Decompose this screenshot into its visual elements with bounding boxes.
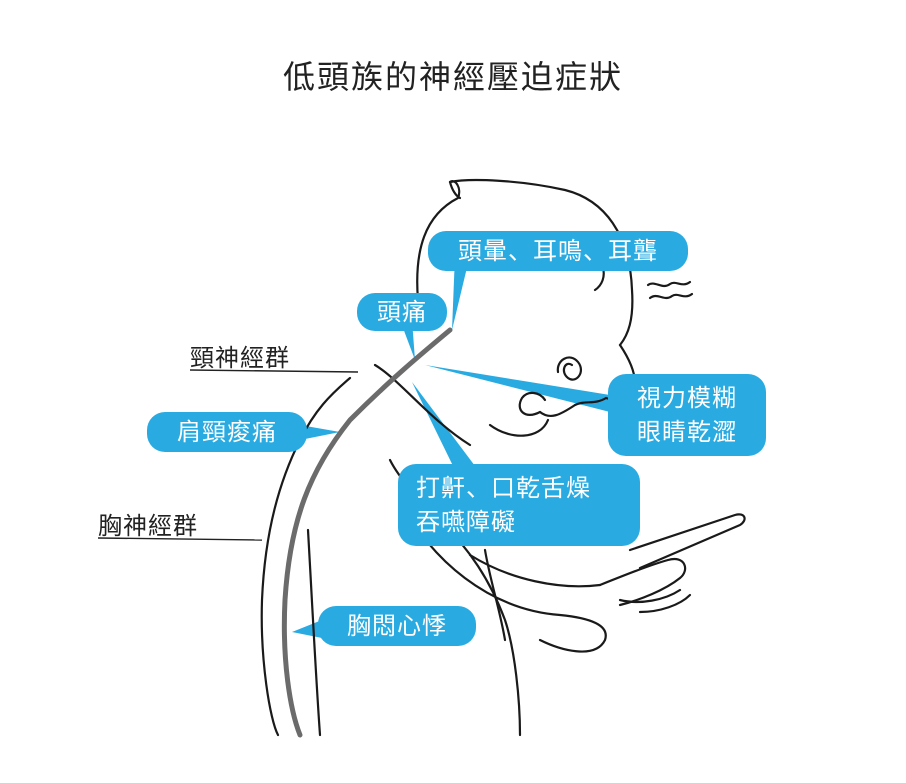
- dizziness-bubble: 頭暈、耳鳴、耳聾: [428, 231, 688, 271]
- dizziness-pointer: [452, 255, 470, 330]
- headache-bubble: 頭痛: [357, 293, 447, 331]
- chest-text: 胸悶心悸: [347, 612, 447, 640]
- vision-pointer: [425, 365, 610, 412]
- chest-nerves-label: 胸神經群: [98, 512, 198, 540]
- shoulder-pointer: [300, 425, 340, 440]
- bubble-pointers: [292, 255, 610, 638]
- chest-bubble: 胸悶心悸: [318, 606, 476, 646]
- mouth-bubble: 打鼾、口乾舌燥 吞嚥障礙: [398, 464, 640, 546]
- dizziness-text: 頭暈、耳鳴、耳聾: [458, 237, 658, 265]
- mouth-text-1: 打鼾、口乾舌燥: [416, 474, 591, 502]
- vision-text-1: 視力模糊: [637, 384, 737, 412]
- headache-text: 頭痛: [377, 298, 427, 326]
- vision-text-2: 眼睛乾澀: [637, 418, 737, 446]
- page-title: 低頭族的神經壓迫症狀: [282, 58, 623, 96]
- mouth-text-2: 吞嚥障礙: [416, 508, 516, 536]
- vision-bubble: 視力模糊 眼睛乾澀: [608, 374, 766, 456]
- leader-lines: [97, 369, 359, 541]
- shoulder-bubble: 肩頸痠痛: [147, 412, 307, 452]
- spine-line: [281, 327, 453, 738]
- chest-nerves-leader: [97, 537, 263, 541]
- neck-nerves-label: 頸神經群: [190, 344, 290, 372]
- neck-nerves-leader: [189, 369, 359, 373]
- shoulder-text: 肩頸痠痛: [177, 418, 277, 446]
